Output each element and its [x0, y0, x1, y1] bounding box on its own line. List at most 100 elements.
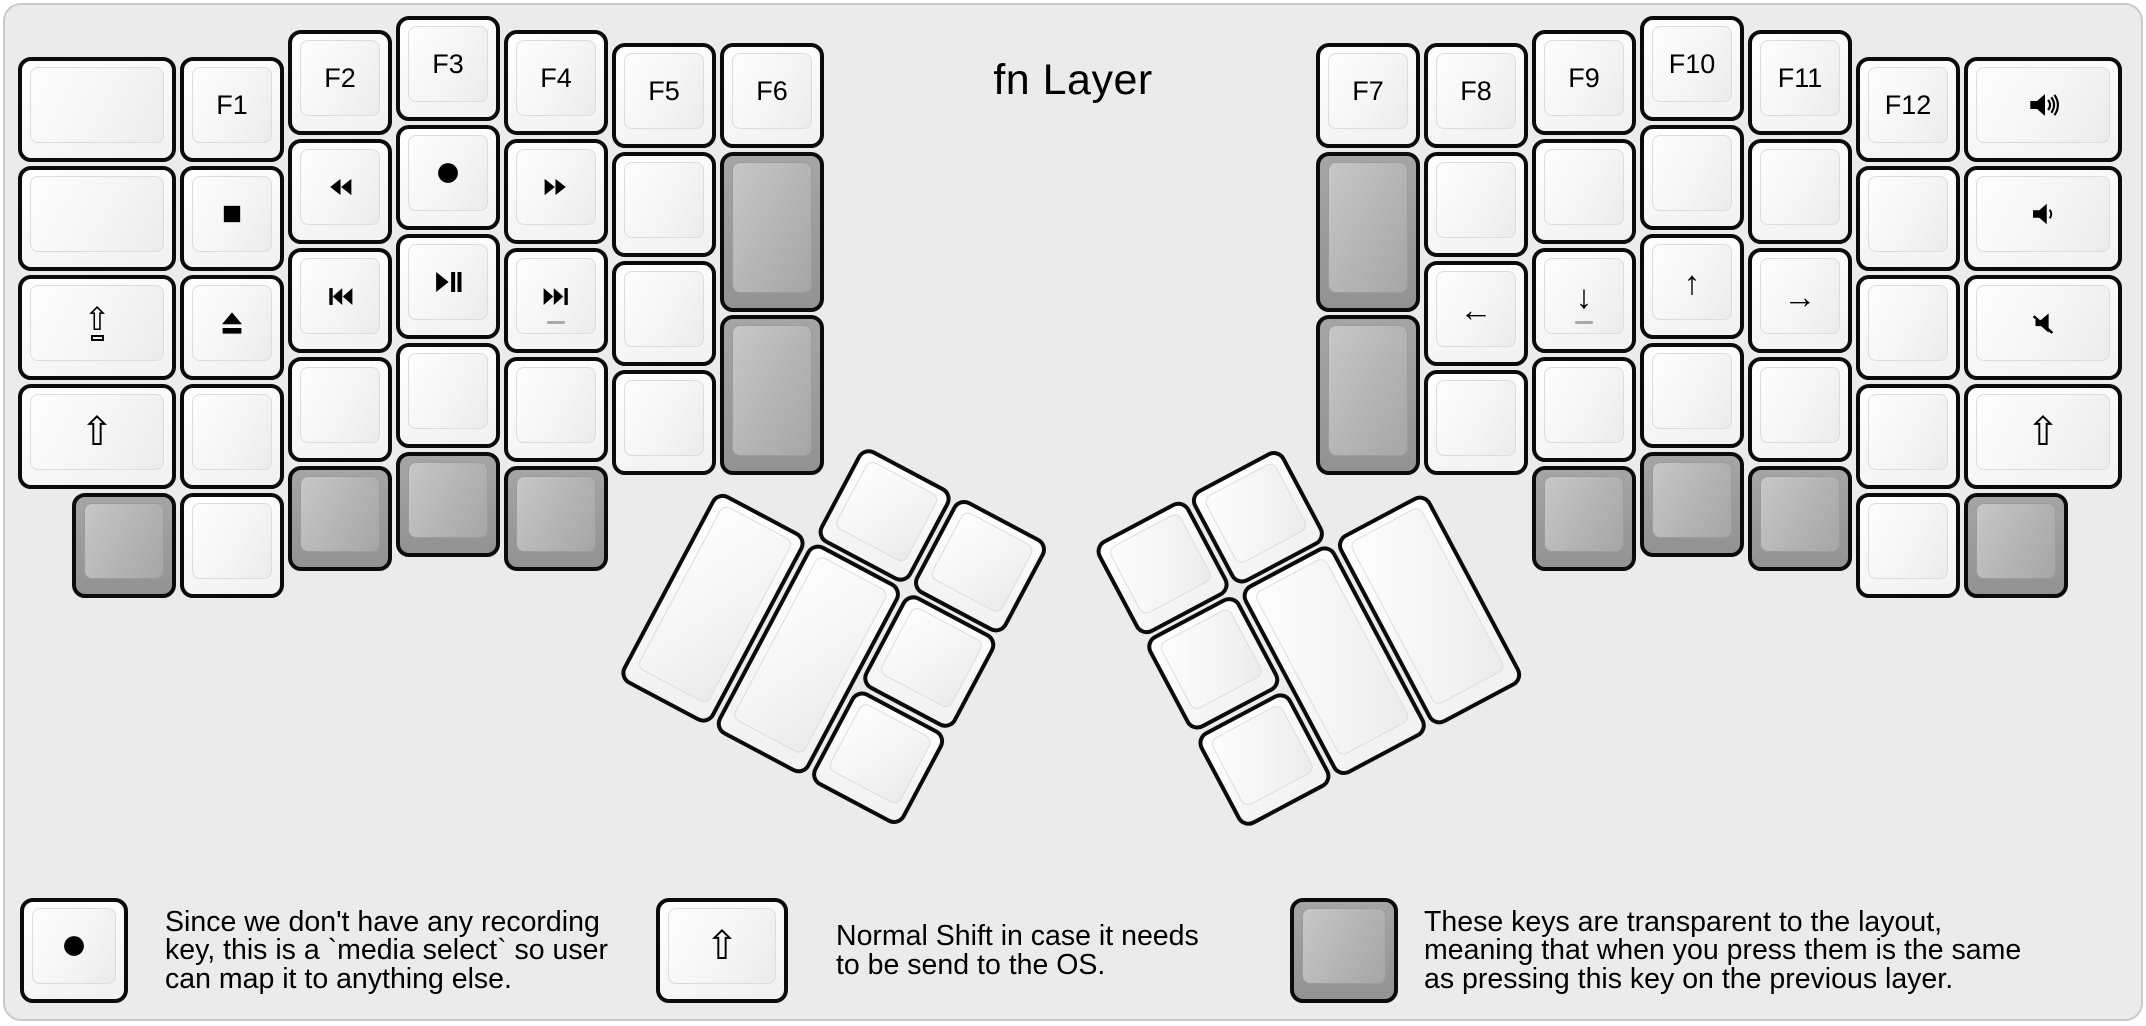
key-f2: F2	[288, 30, 392, 135]
keycap-face	[732, 162, 812, 293]
key-label: ↑	[1683, 263, 1701, 301]
keycap-face	[516, 476, 596, 552]
key-f3: F3	[396, 16, 500, 121]
mute-icon	[2026, 308, 2060, 338]
stop-icon	[218, 200, 246, 228]
caps-shift-icon: ⇧	[84, 303, 110, 342]
keycap-face	[192, 394, 272, 470]
volume-down-icon	[2026, 199, 2060, 229]
caps-shift-icon: ⇧	[84, 303, 110, 342]
key-shift: ⇧	[18, 384, 176, 489]
key-label: F5	[648, 75, 680, 106]
key-f7: F7	[1316, 43, 1420, 148]
keycap-face	[1436, 162, 1516, 238]
key-f10: F10	[1640, 16, 1744, 121]
keycap-face	[1652, 462, 1732, 538]
keycap-face	[30, 176, 164, 252]
key-label: F1	[216, 89, 248, 120]
key-mute	[1964, 275, 2122, 380]
key-label: F9	[1568, 62, 1600, 93]
key-transparent	[1316, 315, 1420, 475]
key-blank	[396, 343, 500, 448]
keycap-face: ↑	[1652, 244, 1732, 320]
key-transparent	[288, 466, 392, 571]
key-transparent	[396, 452, 500, 557]
key-blank	[1856, 166, 1960, 271]
key-blank	[1424, 152, 1528, 257]
key-blank	[1856, 384, 1960, 489]
key-f1: F1	[180, 57, 284, 162]
keycap-face	[408, 244, 488, 320]
keycap-face	[1302, 908, 1386, 984]
key-label: F6	[756, 75, 788, 106]
key-blank	[1748, 357, 1852, 462]
key-volume-down	[1964, 166, 2122, 271]
key-transparent	[1964, 493, 2068, 598]
key-blank	[1640, 343, 1744, 448]
keycap-face	[732, 325, 812, 456]
keycap-face	[1328, 325, 1408, 456]
key-label: ↓	[1575, 277, 1593, 315]
keycap-face	[300, 476, 380, 552]
key-blank	[18, 57, 176, 162]
keycap-face: F2	[300, 40, 380, 116]
key-blank	[1532, 357, 1636, 462]
key-arrow-right: →	[1748, 248, 1852, 353]
key-label: F12	[1884, 89, 1932, 120]
key-blank	[180, 384, 284, 489]
keycap-face: F10	[1652, 26, 1732, 102]
keycap-face	[192, 285, 272, 361]
rewind-icon	[323, 174, 357, 200]
skip-forward-icon	[538, 283, 574, 310]
key-label: F8	[1460, 75, 1492, 106]
keycap-face	[408, 135, 488, 211]
keycap-face	[1760, 476, 1840, 552]
keycap-face: F1	[192, 67, 272, 143]
keycap-face	[84, 503, 164, 579]
shift-icon: ⇧	[80, 410, 114, 454]
keycap-face	[516, 258, 596, 334]
keycap-face	[516, 367, 596, 443]
key-label: F4	[540, 62, 572, 93]
keycap-face: ⇧	[30, 394, 164, 470]
keycap-face: ⇧	[668, 908, 776, 984]
key-label: F10	[1668, 48, 1716, 79]
keycap-face	[1760, 367, 1840, 443]
keycap-face: F4	[516, 40, 596, 116]
key-blank	[612, 261, 716, 366]
key-transparent	[1748, 466, 1852, 571]
key-blank	[1640, 125, 1744, 230]
key-transparent	[1532, 466, 1636, 571]
shift-icon: ⇧	[705, 924, 739, 968]
key-arrow-left: ←	[1424, 261, 1528, 366]
key-transparent	[1316, 152, 1420, 312]
shift-icon: ⇧	[2026, 412, 2060, 452]
keycap-face	[1868, 503, 1948, 579]
key-f4: F4	[504, 30, 608, 135]
key-blank	[1748, 139, 1852, 244]
keycap-face	[192, 176, 272, 252]
key-label: F7	[1352, 75, 1384, 106]
key-fast-forward	[504, 139, 608, 244]
key-label: ←	[1459, 290, 1493, 328]
key-f5: F5	[612, 43, 716, 148]
keycap-face: →	[1760, 258, 1840, 334]
keycap-face: F8	[1436, 53, 1516, 129]
key-blank	[612, 370, 716, 475]
keycap-face: F3	[408, 26, 488, 102]
record-icon	[434, 159, 462, 187]
keycap-face	[516, 149, 596, 225]
key-eject	[180, 275, 284, 380]
key-f6: F6	[720, 43, 824, 148]
key-media-select	[20, 898, 128, 1003]
key-label: F11	[1777, 62, 1823, 93]
keycap-face	[1544, 149, 1624, 225]
keycap-face	[300, 367, 380, 443]
play-pause-icon	[431, 267, 465, 297]
key-media-select	[396, 125, 500, 230]
eject-icon	[217, 308, 247, 338]
keycap-face	[624, 162, 704, 238]
